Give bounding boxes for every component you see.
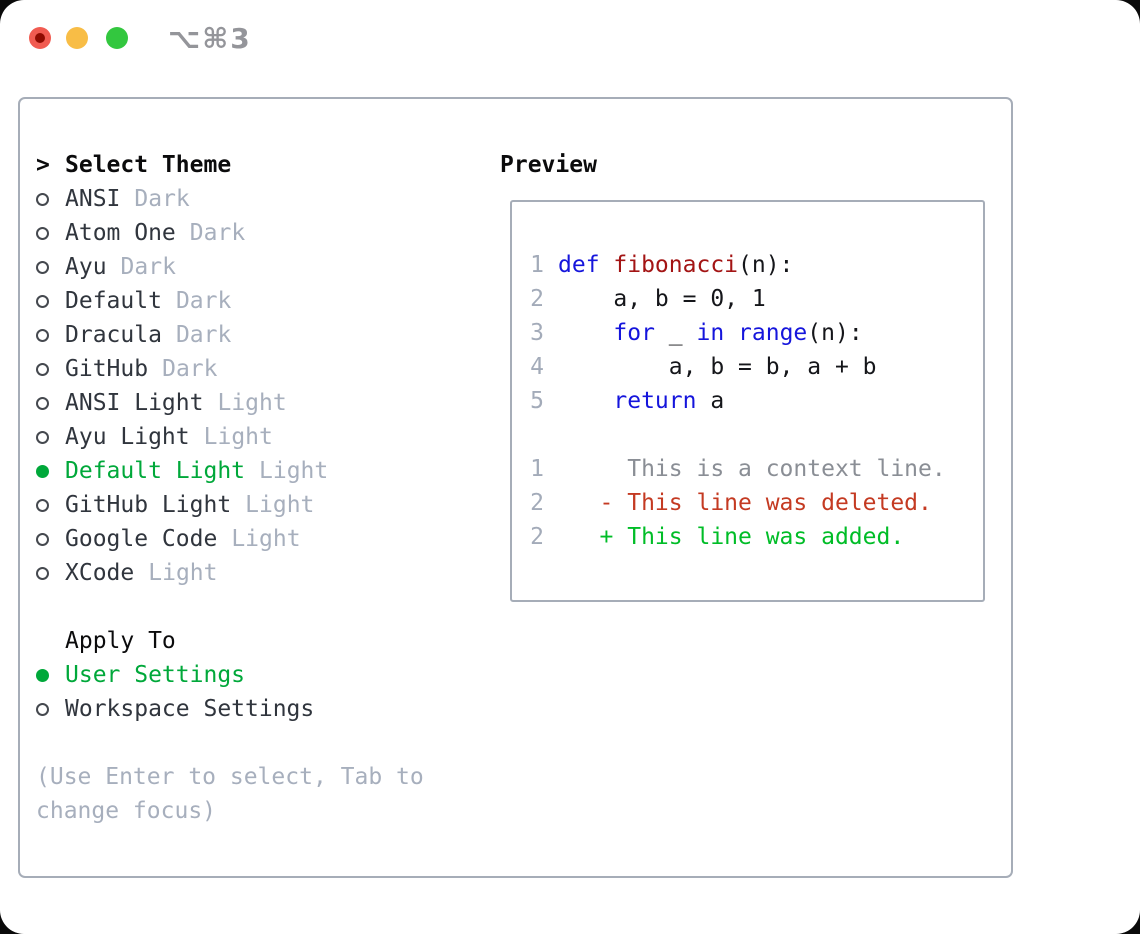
line-number: 1 [530,456,544,482]
code-line: 2 a, b = 0, 1 [530,282,983,316]
line-number: 3 [530,320,544,346]
window-shortcut-label: ⌥⌘3 [168,22,252,55]
variant-badge: Dark [175,322,232,348]
chevron-marker-icon: > [36,152,50,178]
theme-item-ansi-dark[interactable]: ANSI Dark [36,182,476,216]
code-line: 3 for _ in range(n): [530,316,983,350]
theme-item-xcode[interactable]: XCode Light [36,556,476,590]
variant-badge: Dark [162,356,218,382]
code-line: 4 a, b = b, a + b [530,350,983,384]
variant-badge: Light [245,492,315,518]
line-number: 2 [530,490,544,516]
radio-icon [36,192,49,206]
theme-item-atom-one-dark[interactable]: Atom One Dark [36,216,476,250]
apply-item-workspace-settings[interactable]: Workspace Settings [36,692,476,726]
section-gap [36,590,476,624]
radio-icon [36,260,49,274]
apply-item-user-settings[interactable]: User Settings [36,658,476,692]
variant-badge: Light [148,560,218,586]
radio-icon [36,702,49,716]
variant-badge: Dark [120,254,176,280]
line-number: 2 [530,524,544,550]
radio-icon [36,532,49,546]
select-theme-header: > Select Theme [36,148,476,182]
radio-icon [36,226,49,240]
variant-badge: Light [203,424,273,450]
maximize-button[interactable] [106,27,128,49]
variant-badge: Light [231,526,301,552]
theme-item-github-dark[interactable]: GitHub Dark [36,352,476,386]
radio-icon [36,328,49,342]
theme-selector: > Select Theme ANSI Dark Atom One Dark A… [36,148,476,828]
radio-icon [36,396,49,410]
titlebar: ⌥⌘3 [0,0,1140,76]
code-line: 5 return a [530,384,983,418]
radio-icon [36,362,49,376]
variant-badge: Dark [134,186,190,212]
hint-text: (Use Enter to select, Tab to change focu… [36,764,424,824]
radio-icon [36,430,49,444]
variant-badge: Light [217,390,287,416]
theme-item-ansi-light[interactable]: ANSI Light Light [36,386,476,420]
radio-selected-icon [36,464,49,478]
blank-line [530,418,983,452]
radio-icon [36,498,49,512]
diff-line-deleted: 2 - This line was deleted. [530,486,983,520]
apply-to-header: Apply To [65,628,176,654]
theme-item-ayu-light[interactable]: Ayu Light Light [36,420,476,454]
theme-item-default-light[interactable]: Default Light Light [36,454,476,488]
theme-item-dracula-dark[interactable]: Dracula Dark [36,318,476,352]
close-dot-icon [35,33,45,43]
diff-line-added: 2 + This line was added. [530,520,983,554]
main-panel: > Select Theme ANSI Dark Atom One Dark A… [18,97,1013,878]
preview-title: Preview [500,152,597,178]
theme-item-google-code[interactable]: Google Code Light [36,522,476,556]
close-button[interactable] [29,27,51,49]
diff-line-context: 1 This is a context line. [530,452,983,486]
variant-badge: Dark [189,220,246,246]
variant-badge: Dark [175,288,232,314]
line-number: 5 [530,388,544,414]
radio-icon [36,294,49,308]
select-theme-title: Select Theme [65,152,232,178]
theme-item-ayu-dark[interactable]: Ayu Dark [36,250,476,284]
line-number: 4 [530,354,544,380]
radio-selected-icon [36,668,49,682]
minimize-button[interactable] [66,27,88,49]
line-number: 1 [530,252,544,278]
variant-badge: Light [259,458,329,484]
radio-icon [36,566,49,580]
theme-item-github-light[interactable]: GitHub Light Light [36,488,476,522]
line-number: 2 [530,286,544,312]
theme-item-default-dark[interactable]: Default Dark [36,284,476,318]
